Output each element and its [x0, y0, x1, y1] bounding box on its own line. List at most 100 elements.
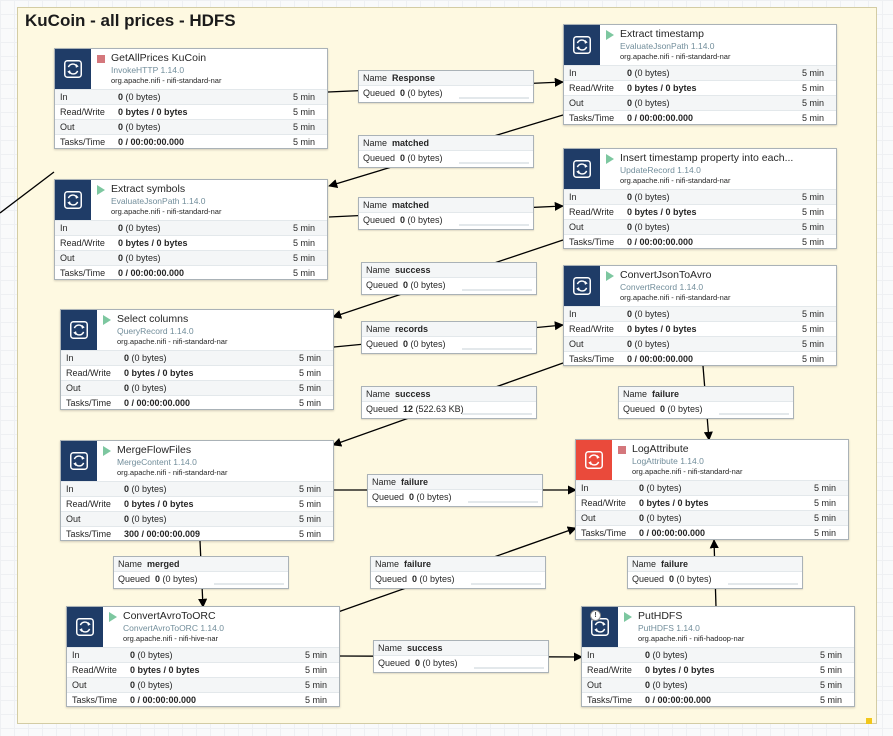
stat-label: In [66, 353, 74, 363]
stat-window: 5 min [298, 499, 321, 509]
processor-type: PutHDFS 1.14.0 [638, 623, 700, 633]
processor-type: ConvertAvroToORC 1.14.0 [123, 623, 224, 633]
connection-name: failure [404, 559, 432, 569]
group-resize-handle[interactable] [866, 718, 872, 724]
stat-value: 0 / 00:00:00.000 [130, 695, 197, 705]
stat-window: 5 min [298, 529, 321, 539]
stat-label: Tasks/Time [569, 237, 615, 247]
connection-queued: 0 (0 bytes) [403, 339, 446, 349]
processor-name: ConvertJsonToAvro [620, 269, 712, 281]
queue-progress-bar [462, 289, 532, 291]
connection-queued: 0 (0 bytes) [409, 492, 452, 502]
stat-label: In [587, 650, 595, 660]
processor-icon [564, 266, 600, 306]
stat-label: Read/Write [569, 324, 614, 334]
stat-window: 5 min [819, 665, 842, 675]
processor-name: LogAttribute [632, 443, 689, 455]
stat-value: 0 (0 bytes) [118, 92, 161, 102]
stat-value: 0 (0 bytes) [124, 484, 167, 494]
stat-label: Tasks/Time [66, 529, 112, 539]
processor-type: InvokeHTTP 1.14.0 [111, 65, 185, 75]
connection-queued: 0 (0 bytes) [415, 658, 458, 668]
stat-label: Tasks/Time [569, 113, 615, 123]
stopped-state-icon [97, 55, 105, 63]
stat-value: 0 (0 bytes) [118, 253, 161, 263]
stat-value: 0 / 00:00:00.000 [645, 695, 712, 705]
stat-label: Read/Write [581, 498, 626, 508]
stat-label: In [60, 223, 68, 233]
stat-window: 5 min [801, 192, 824, 202]
stat-label: Tasks/Time [569, 354, 615, 364]
stat-label: Out [72, 680, 87, 690]
stat-value: 0 (0 bytes) [627, 339, 670, 349]
running-state-icon [606, 271, 614, 281]
connection-queued: 0 (0 bytes) [400, 153, 443, 163]
stat-label: Read/Write [569, 207, 614, 217]
stat-label: Read/Write [66, 499, 111, 509]
connection-queued: 12 (522.63 KB) [403, 404, 464, 414]
stat-window: 5 min [292, 268, 315, 278]
running-state-icon [606, 30, 614, 40]
processor-bundle: org.apache.nifi - nifi-standard-nar [620, 52, 731, 61]
stat-value: 0 (0 bytes) [645, 650, 688, 660]
connection-queued: 0 (0 bytes) [669, 574, 712, 584]
stat-value: 0 (0 bytes) [124, 353, 167, 363]
queue-progress-bar [728, 583, 798, 585]
connection-name: matched [392, 138, 430, 148]
processor-icon [67, 607, 103, 647]
stat-window: 5 min [801, 98, 824, 108]
stat-value: 0 (0 bytes) [627, 309, 670, 319]
processor-insert-timestamp[interactable]: Insert timestamp property into each...Up… [563, 148, 837, 249]
stat-label: In [569, 192, 577, 202]
bulletin-icon[interactable]: ! [590, 610, 601, 621]
processor-name: Insert timestamp property into each... [620, 152, 794, 164]
stat-label: Read/Write [66, 368, 111, 378]
stat-label: Out [60, 253, 75, 263]
